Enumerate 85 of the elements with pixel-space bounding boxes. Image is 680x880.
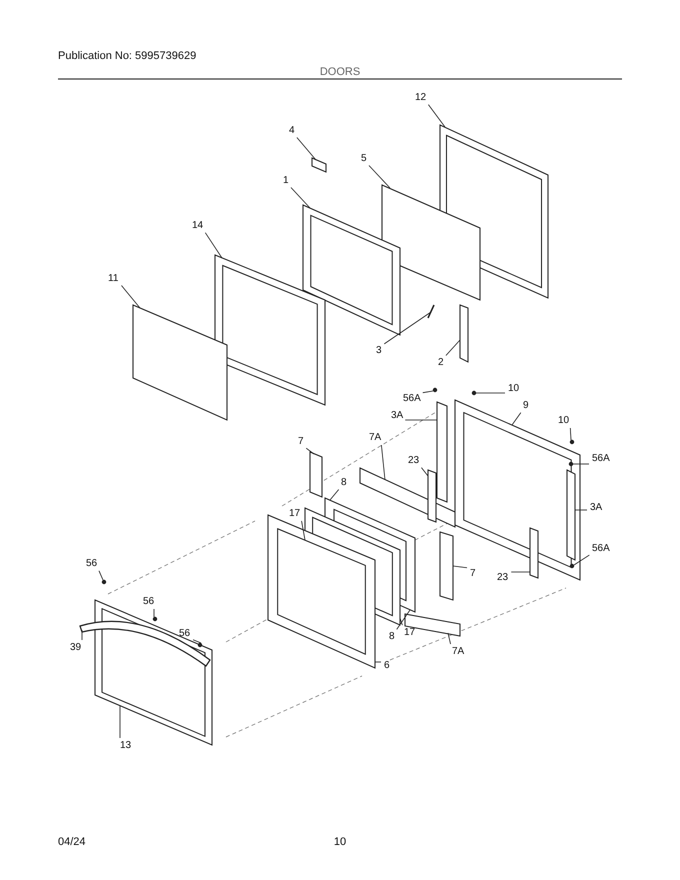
publication-number: Publication No: 5995739629 [58,50,196,62]
screw-drawing [472,390,476,396]
leader-line [428,104,446,128]
side-strip-drawing [566,469,576,561]
screw-drawing [570,440,574,444]
leader-line [574,554,590,566]
callout-number: 11 [108,273,118,284]
callout-number: 14 [192,220,204,231]
leader-line [121,285,140,308]
leader-line [368,165,390,188]
page-number: 10 [334,836,346,848]
callout-number: 12 [415,92,426,103]
callout-number: 17 [404,627,416,638]
leader-line [330,489,340,500]
leader-line [381,444,386,480]
leader-line [396,610,410,630]
callout-number: 56 [179,628,190,639]
callout-number: 56A [592,453,610,464]
leader-line [98,570,104,580]
screw-drawing [568,462,574,466]
callout-number: 7 [298,436,304,447]
callout-number: 8 [389,631,395,642]
callout-number: 8 [341,477,347,488]
callout-number: 56A [592,543,610,554]
screw-drawing [102,580,106,584]
leader-line [422,390,434,394]
callout-number: 7A [452,646,464,657]
callout-number: 23 [497,572,508,583]
screw-drawing [570,564,574,568]
callout-number: 3A [391,410,404,421]
callout-number: 23 [408,455,420,466]
screw-drawing [432,388,438,392]
leader-line [296,137,316,160]
callout-number: 17 [289,508,300,519]
leader-line [476,392,506,394]
callout-number: 6 [384,660,390,671]
callout-number: 10 [508,383,520,394]
screw-drawing [152,616,158,622]
callout-number: 3A [590,502,602,513]
section-title: DOORS [320,66,360,78]
callout-number: 9 [523,400,529,411]
callout-number: 1 [283,175,289,186]
glass-panel-drawing [132,304,228,421]
callout-number: 7 [470,568,476,579]
door-trim-frame-drawing [214,254,326,406]
leader-line [306,448,314,454]
hinge-drawing [312,157,326,173]
callout-number: 7A [369,432,382,443]
side-strip-drawing [436,401,448,503]
screw-drawing [198,642,202,648]
bracket-drawing [460,304,468,363]
callout-number: 39 [70,642,82,653]
leader-line [570,428,572,440]
callout-number: 4 [289,125,295,136]
leader-line [192,639,202,644]
callout-number: 56 [143,596,154,607]
hinge-drawing [428,469,436,523]
leader-line [446,340,460,356]
leader-line [421,467,428,476]
leader-line [301,520,306,540]
date-code: 04/24 [58,836,86,848]
callout-number: 5 [361,153,367,164]
leader-line [400,618,403,626]
leader-line [384,312,432,344]
inner-door-frame-drawing [302,204,400,336]
callout-number: 2 [438,357,444,368]
leader-line [204,232,222,258]
callout-number: 56 [86,558,98,569]
insulation-strip-drawing [404,613,460,637]
glass-panel-drawing [382,184,480,301]
callout-number: 13 [120,740,132,751]
insulation-strip-drawing [310,451,322,498]
leader-line [290,187,310,208]
callout-number: 3 [376,345,382,356]
leader-line [512,412,522,426]
screw-drawing [427,304,435,318]
door-handle-drawing [79,620,211,667]
insulation-strip-drawing [360,467,456,528]
hinge-drawing [530,527,538,579]
inner-door-panel-drawing [454,399,580,581]
callout-number: 56A [403,393,421,404]
callout-number: 10 [558,415,570,426]
leader-line [452,566,468,568]
leader-line [448,632,451,644]
insulation-strip-drawing [440,531,454,601]
